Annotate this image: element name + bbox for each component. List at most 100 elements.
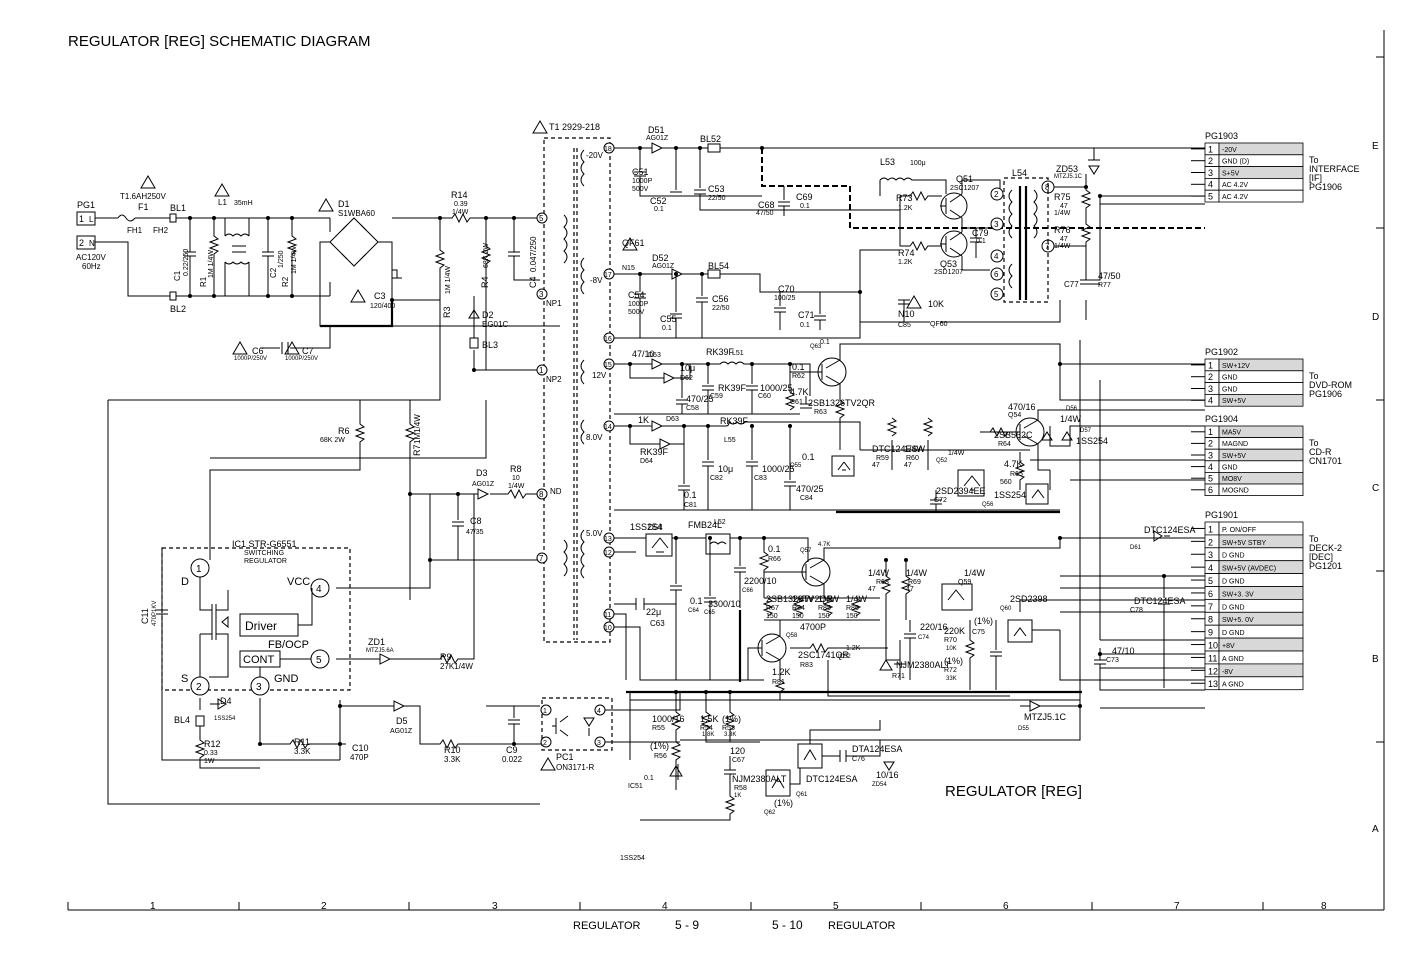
component-label: 1000P: [628, 301, 649, 308]
component-label: 4.7K: [818, 542, 830, 548]
component-label: NJM2380ALT: [732, 774, 787, 784]
component-label: 47/50: [1098, 271, 1121, 281]
component-label: C69: [796, 192, 813, 202]
component-label: 1.2K: [846, 645, 861, 652]
tap-minus-20v: -20V: [586, 151, 604, 160]
component-label: C81: [684, 502, 697, 509]
component-label: D52: [652, 253, 669, 263]
component-label: L55: [724, 437, 736, 444]
component-label: C63: [650, 619, 665, 628]
label-r8-value: 10: [512, 475, 520, 482]
component-label: R55: [652, 725, 665, 732]
component-label: 0.1: [768, 544, 781, 554]
tap-minus-8v: -8V: [590, 276, 603, 285]
component-label: 1.2K: [898, 205, 913, 212]
component-label: BL52: [700, 134, 721, 144]
component-label: 500V: [632, 186, 649, 193]
component-label: (1%): [722, 714, 741, 724]
component-label: R56: [654, 753, 667, 760]
pg1-pin-2-name: N: [89, 239, 95, 248]
connector-destination: [IF]: [1309, 173, 1322, 183]
label-r6-value: 68K 2W: [320, 437, 345, 444]
connector-destination: PG1906: [1309, 182, 1342, 192]
primary-wiring: [95, 212, 560, 805]
component-label: D51: [648, 125, 665, 135]
optocoupler-pc1: 1 2 4 3: [540, 692, 681, 751]
component-label: ZD53: [1056, 164, 1078, 174]
label-bl4: BL4: [174, 715, 190, 725]
component-label: C75: [972, 629, 985, 636]
t1-pin-12: 12: [604, 550, 612, 557]
label-f1: F1: [138, 202, 149, 212]
ic1-gnd-label: GND: [274, 673, 299, 685]
connector-pin-number: 13: [1208, 679, 1218, 689]
connector-pin-number: 8: [1208, 615, 1213, 625]
label-r2: R2: [281, 276, 290, 287]
t1-pin-10: 10: [604, 625, 612, 632]
component-label: 2SB1326TV2QR: [808, 398, 876, 408]
component-label: C85: [898, 322, 911, 329]
component-label: C72: [934, 497, 947, 504]
component-label: D62: [680, 375, 693, 382]
component-label: D57: [1080, 428, 1092, 434]
component-label: QF60: [930, 321, 948, 328]
pc1-pin-3: 3: [597, 740, 601, 747]
component-label: C67: [732, 757, 745, 764]
component-label: R62: [792, 373, 805, 380]
label-r8-power: 1/4W: [508, 483, 525, 490]
component-label: 2SC1741QR: [798, 650, 850, 660]
col-marker-6: 6: [1003, 901, 1009, 912]
component-label: C56: [712, 294, 729, 304]
warning-icon: [350, 289, 366, 303]
label-zd1-value: MTZJ5.6A: [366, 648, 394, 654]
t1-name: T1 2929-218: [549, 122, 600, 132]
component-label: RK39F: [706, 347, 735, 357]
ic1-vcc-label: VCC: [287, 576, 310, 588]
component-label: R71: [892, 673, 905, 680]
component-label: C59: [710, 393, 723, 400]
label-r3: R3: [442, 306, 452, 318]
component-label: Q51: [956, 174, 973, 184]
connector-pin-number: 1: [1208, 524, 1213, 534]
component-label: ZD54: [872, 782, 887, 788]
t1-pin-16: 16: [604, 336, 612, 343]
connector-pin-number: 2: [1208, 439, 1213, 449]
connector-pin-number: 1: [1208, 427, 1213, 437]
component-label: 47: [1060, 203, 1068, 210]
component-label: R73: [896, 193, 913, 203]
component-label: D64: [640, 458, 653, 465]
component-label: 1/4W: [948, 450, 965, 457]
connector-destination: [DEC]: [1309, 552, 1333, 562]
label-r14-power: 1/4W: [452, 209, 469, 216]
page-footer: REGULATOR 5 - 9 5 - 10 REGULATOR: [573, 918, 895, 932]
tap-8v: 8.0V: [586, 433, 603, 442]
connector-pin-number: 3: [1208, 168, 1213, 178]
connector-pin-label: SW+12V: [1222, 363, 1250, 370]
tap-np2: NP2: [546, 375, 562, 384]
component-label: 100μ: [910, 160, 926, 167]
row-marker-b: B: [1372, 654, 1379, 665]
connector-pin-label: SW+5. 0V: [1222, 617, 1254, 624]
component-label: 150: [846, 613, 858, 620]
component-label: C76: [852, 756, 865, 763]
connector-pin-number: 9: [1208, 628, 1213, 638]
connector-pin-number: 5: [1208, 576, 1213, 586]
tap-5v: 5.0V: [586, 529, 603, 538]
label-r6: R6: [338, 426, 350, 436]
connector-pin-label: -8V: [1222, 669, 1233, 676]
connector-pin-label: GND: [1222, 386, 1238, 393]
connector-pin-label-cell: [1218, 483, 1304, 497]
component-label: 2SD2398: [1010, 594, 1048, 604]
component-label: QF61: [622, 238, 645, 248]
pc1-pin-2: 2: [543, 740, 547, 747]
label-d5: D5: [396, 716, 408, 726]
warning-icon: [318, 198, 334, 212]
component-label: 1/4W: [964, 568, 986, 578]
label-pc1-value: ON3171-R: [556, 763, 594, 772]
connector-pin-label: SW+5V STBY: [1222, 540, 1266, 547]
component-label: C77: [1064, 280, 1079, 289]
component-label: 22μ: [646, 607, 661, 617]
ic1-pin-2: 2: [196, 682, 202, 693]
label-c6-value: 1000P/250V: [234, 356, 267, 362]
